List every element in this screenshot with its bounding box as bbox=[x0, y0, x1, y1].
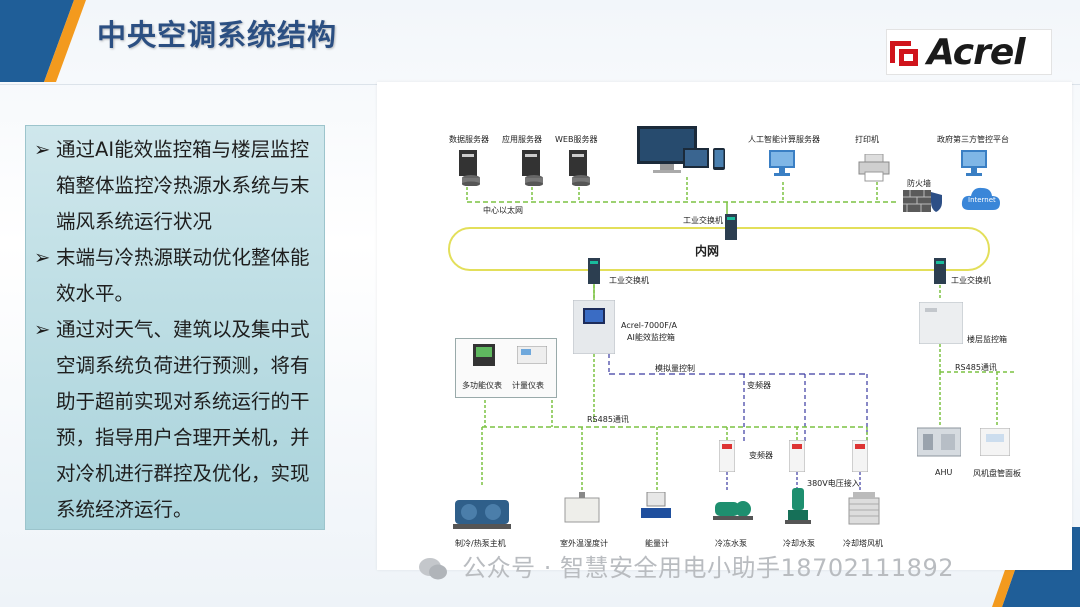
label-gov-platform: 政府第三方管控平台 bbox=[937, 135, 1009, 144]
acrel-logo: Acrel bbox=[886, 29, 1052, 75]
label-ai-box-model: Acrel-7000F/A bbox=[621, 321, 678, 330]
floor-monitor-box-icon bbox=[919, 302, 963, 344]
ahu-icon bbox=[917, 427, 961, 457]
watermark: 公众号 · 智慧安全用电小助手18702111892 bbox=[418, 548, 954, 583]
label-vfd-top: 变频器 bbox=[747, 381, 771, 390]
firewall-icon bbox=[903, 190, 942, 212]
label-right-switch: 工业交换机 bbox=[951, 276, 991, 285]
multi-function-meter-icon bbox=[473, 344, 495, 366]
label-cooling-pump: 冷却水泵 bbox=[783, 539, 815, 548]
bullet-arrow-icon: ➢ bbox=[34, 246, 51, 269]
ai-energy-box-icon bbox=[573, 300, 615, 354]
bullet-text: 通过AI能效监控箱与楼层监控箱整体监控冷热源水系统与末端风系统运行状况 bbox=[56, 138, 310, 233]
label-floor-box: 楼层监控箱 bbox=[967, 335, 1007, 344]
label-chiller: 制冷/热泵主机 bbox=[455, 539, 506, 548]
outdoor-sensor-icon bbox=[564, 492, 600, 523]
bullet-item: ➢ 末端与冷热源联动优化整体能效水平。 bbox=[34, 240, 316, 312]
label-multi-meter: 多功能仪表 bbox=[462, 381, 502, 390]
metering-meter-icon bbox=[517, 346, 547, 364]
monitoring-display-icon bbox=[637, 126, 725, 173]
label-metering: 计量仪表 bbox=[512, 381, 544, 390]
bullet-arrow-icon: ➢ bbox=[34, 138, 51, 161]
bullet-arrow-icon: ➢ bbox=[34, 318, 51, 341]
label-380v: 380V电压接入 bbox=[807, 479, 860, 488]
left-switch-icon bbox=[588, 258, 600, 284]
label-app-server: 应用服务器 bbox=[502, 135, 542, 144]
label-fcu-panel: 风机盘管面板 bbox=[973, 469, 1021, 478]
chiller-icon bbox=[453, 500, 511, 529]
app-server-icon bbox=[522, 150, 543, 186]
web-server-icon bbox=[569, 150, 590, 186]
bullet-panel: ➢ 通过AI能效监控箱与楼层监控箱整体监控冷热源水系统与末端风系统运行状况 ➢ … bbox=[25, 125, 325, 530]
label-rs485: RS485通讯 bbox=[587, 415, 629, 424]
vfd-tower-fan-icon bbox=[852, 440, 868, 472]
vfd-cooling-pump-icon bbox=[789, 440, 805, 472]
acrel-logo-icon bbox=[890, 41, 918, 66]
label-ai-box-name: AI能效监控箱 bbox=[627, 333, 675, 342]
system-diagram: 数据服务器 应用服务器 WEB服务器 人工智能计算服务器 打印机 政府第三方管控… bbox=[377, 82, 1072, 570]
top-switch-icon bbox=[725, 214, 737, 240]
bullet-item: ➢ 通过对天气、建筑以及集中式空调系统负荷进行预测，将有助于超前实现对系统运行的… bbox=[34, 312, 316, 528]
printer-icon bbox=[858, 154, 890, 182]
internet-cloud-icon bbox=[961, 187, 1000, 210]
data-server-icon bbox=[459, 150, 480, 186]
logo-text: Acrel bbox=[927, 31, 1026, 73]
energy-meter-icon bbox=[641, 492, 671, 518]
corner-decoration-top-left bbox=[0, 0, 86, 82]
vfd-chilled-pump-icon bbox=[719, 440, 735, 472]
label-data-server: 数据服务器 bbox=[449, 135, 489, 144]
label-floor-rs485: RS485通讯 bbox=[955, 363, 997, 372]
bullet-text: 通过对天气、建筑以及集中式空调系统负荷进行预测，将有助于超前实现对系统运行的干预… bbox=[56, 318, 310, 521]
label-web-server: WEB服务器 bbox=[555, 135, 598, 144]
label-left-switch: 工业交换机 bbox=[609, 276, 649, 285]
ai-server-icon bbox=[769, 150, 795, 176]
label-internet: Internet bbox=[968, 196, 996, 204]
fcu-panel-icon bbox=[980, 428, 1010, 456]
label-printer: 打印机 bbox=[855, 135, 879, 144]
gov-platform-icon bbox=[961, 150, 987, 176]
right-switch-icon bbox=[934, 258, 946, 284]
label-ethernet: 中心以太网 bbox=[483, 206, 523, 215]
label-intranet: 内网 bbox=[695, 244, 720, 258]
label-ahu: AHU bbox=[935, 468, 953, 477]
label-analog-control: 模拟量控制 bbox=[655, 364, 695, 373]
label-energy-meter: 能量计 bbox=[645, 539, 669, 548]
label-firewall: 防火墙 bbox=[907, 179, 931, 188]
label-vfd-mid: 变频器 bbox=[749, 451, 773, 460]
bullet-item: ➢ 通过AI能效监控箱与楼层监控箱整体监控冷热源水系统与末端风系统运行状况 bbox=[34, 132, 316, 240]
label-top-switch: 工业交换机 bbox=[683, 216, 723, 225]
label-ai-server: 人工智能计算服务器 bbox=[748, 135, 820, 144]
slide-title: 中央空调系统结构 bbox=[97, 18, 338, 52]
chilled-water-pump-icon bbox=[713, 501, 753, 520]
label-chilled-pump: 冷冻水泵 bbox=[715, 539, 747, 548]
label-outdoor-sensor: 室外温湿度计 bbox=[560, 539, 608, 548]
bullet-text: 末端与冷热源联动优化整体能效水平。 bbox=[56, 246, 310, 305]
cooling-water-pump-icon bbox=[785, 488, 811, 524]
label-tower-fan: 冷却塔风机 bbox=[843, 539, 883, 548]
watermark-text: 公众号 · 智慧安全用电小助手18702111892 bbox=[462, 554, 954, 582]
wechat-icon bbox=[419, 558, 447, 580]
cooling-tower-fan-icon bbox=[848, 492, 880, 525]
